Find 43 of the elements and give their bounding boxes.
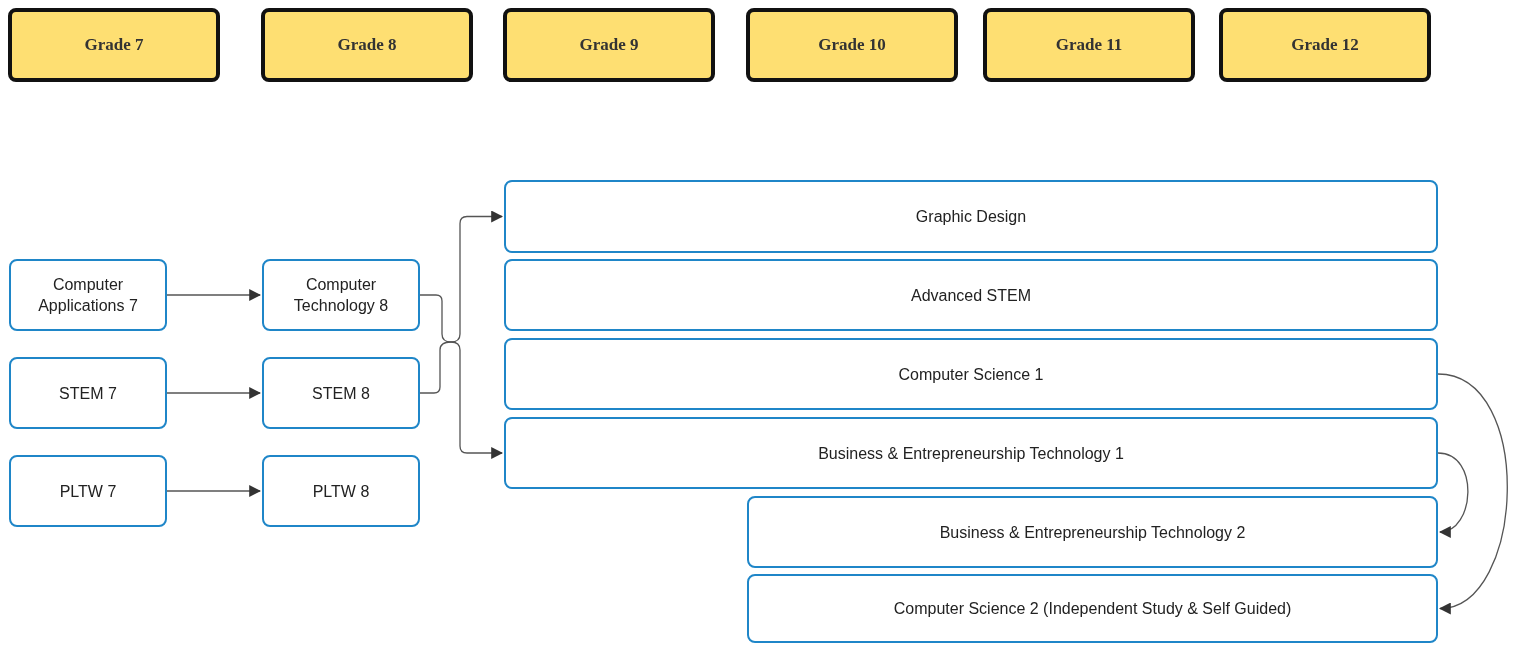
course-name: Computer Applications 7 xyxy=(37,275,139,316)
course-box xyxy=(9,259,167,331)
arrow xyxy=(1437,373,1508,612)
course-box xyxy=(747,574,1438,643)
course-box xyxy=(504,259,1438,331)
grade-label: Grade 11 xyxy=(1055,34,1123,57)
course-name: Graphic Design xyxy=(915,207,1027,227)
grade-header-box xyxy=(503,8,715,82)
arrow xyxy=(166,289,262,301)
course-box xyxy=(262,455,420,527)
arrow xyxy=(166,387,262,399)
grade-label: Grade 9 xyxy=(579,34,639,57)
course-box xyxy=(9,455,167,527)
course-name: Computer Science 2 (Independent Study & Self Guided) xyxy=(893,599,1292,619)
course-box xyxy=(504,417,1438,489)
grade-header-box xyxy=(8,8,220,82)
grade-header-box xyxy=(1219,8,1431,82)
course-name: PLTW 7 xyxy=(59,481,117,502)
course-box xyxy=(262,259,420,331)
course-name: Advanced STEM xyxy=(910,285,1032,306)
arrow xyxy=(166,485,262,497)
arrow xyxy=(1437,452,1469,536)
course-box xyxy=(504,180,1438,253)
course-name: Business & Entrepreneurship Technology 1 xyxy=(818,443,1124,464)
grade-label: Grade 7 xyxy=(84,34,144,57)
course-box xyxy=(504,338,1438,410)
course-name: Computer Science 1 xyxy=(898,364,1044,385)
course-name: Computer Technology 8 xyxy=(292,275,390,316)
course-name: STEM 8 xyxy=(312,383,370,404)
grade-label: Grade 12 xyxy=(1291,34,1359,57)
course-box xyxy=(747,496,1438,568)
arrow xyxy=(419,210,504,394)
course-box xyxy=(9,357,167,429)
course-box xyxy=(262,357,420,429)
grade-header-box xyxy=(983,8,1195,82)
course-name: STEM 7 xyxy=(59,383,117,404)
grade-label: Grade 10 xyxy=(818,34,886,57)
grade-label: Grade 8 xyxy=(337,34,397,57)
grade-header-box xyxy=(261,8,473,82)
grade-header-box xyxy=(746,8,958,82)
arrow xyxy=(419,294,504,459)
course-name: PLTW 8 xyxy=(312,481,370,502)
course-name: Business & Entrepreneurship Technology 2 xyxy=(939,522,1246,543)
